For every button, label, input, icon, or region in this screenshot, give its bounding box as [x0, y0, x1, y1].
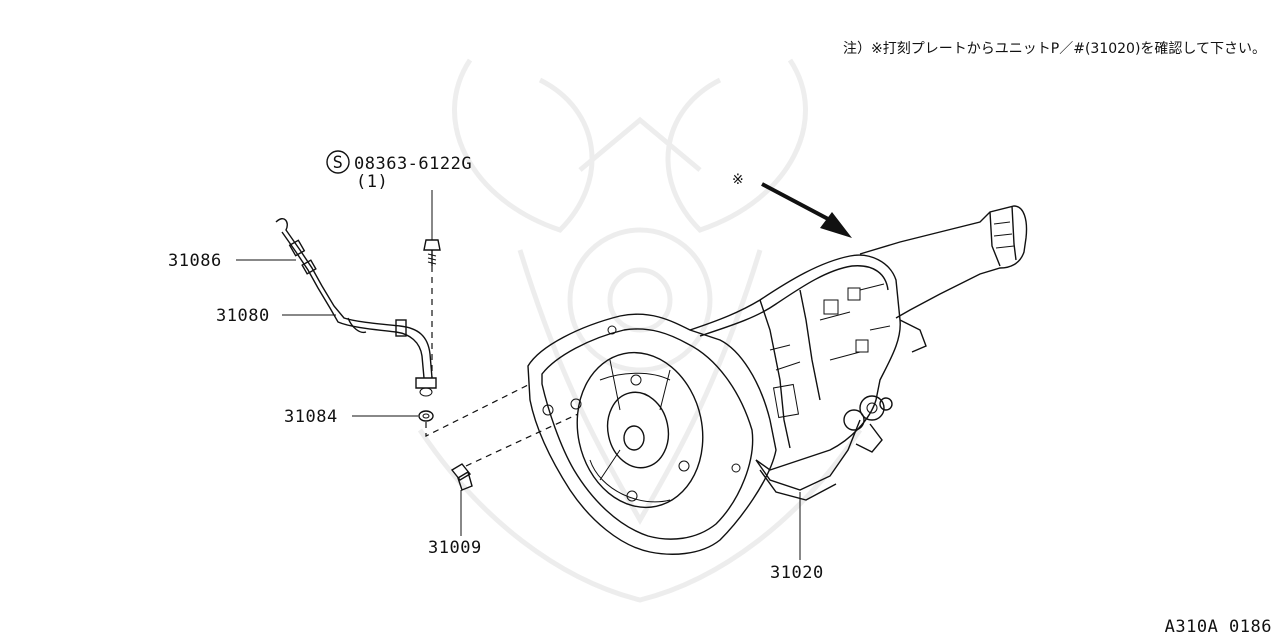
- bolt-31009: [450, 463, 473, 491]
- bolt-quantity: (1): [356, 172, 388, 192]
- watermark-emblem: [417, 58, 863, 603]
- diagram-code: A310A 0186: [1165, 617, 1272, 637]
- bolt-08363-6122G: [423, 239, 441, 266]
- plate-arrow: [761, 182, 852, 238]
- dipstick-assembly: [275, 218, 437, 397]
- label-31009: 31009: [428, 538, 482, 558]
- dashed-guide-tube: [425, 383, 531, 437]
- bolt-symbol: S: [333, 153, 344, 173]
- label-31086: 31086: [168, 251, 222, 271]
- o-ring-31084: [418, 410, 434, 422]
- dashed-guide-drain: [465, 413, 579, 467]
- label-31084: 31084: [284, 407, 338, 427]
- bolt-part-number: 08363-6122G: [354, 154, 472, 174]
- header-note: 注）※打刻プレートからユニットP／#(31020)を確認して下さい。: [843, 40, 1266, 57]
- s-symbol-circle: [326, 150, 350, 174]
- transmission-31020: [527, 205, 1028, 555]
- label-31080: 31080: [216, 306, 270, 326]
- label-31020: 31020: [770, 563, 824, 583]
- asterisk-mark: ※: [732, 172, 744, 188]
